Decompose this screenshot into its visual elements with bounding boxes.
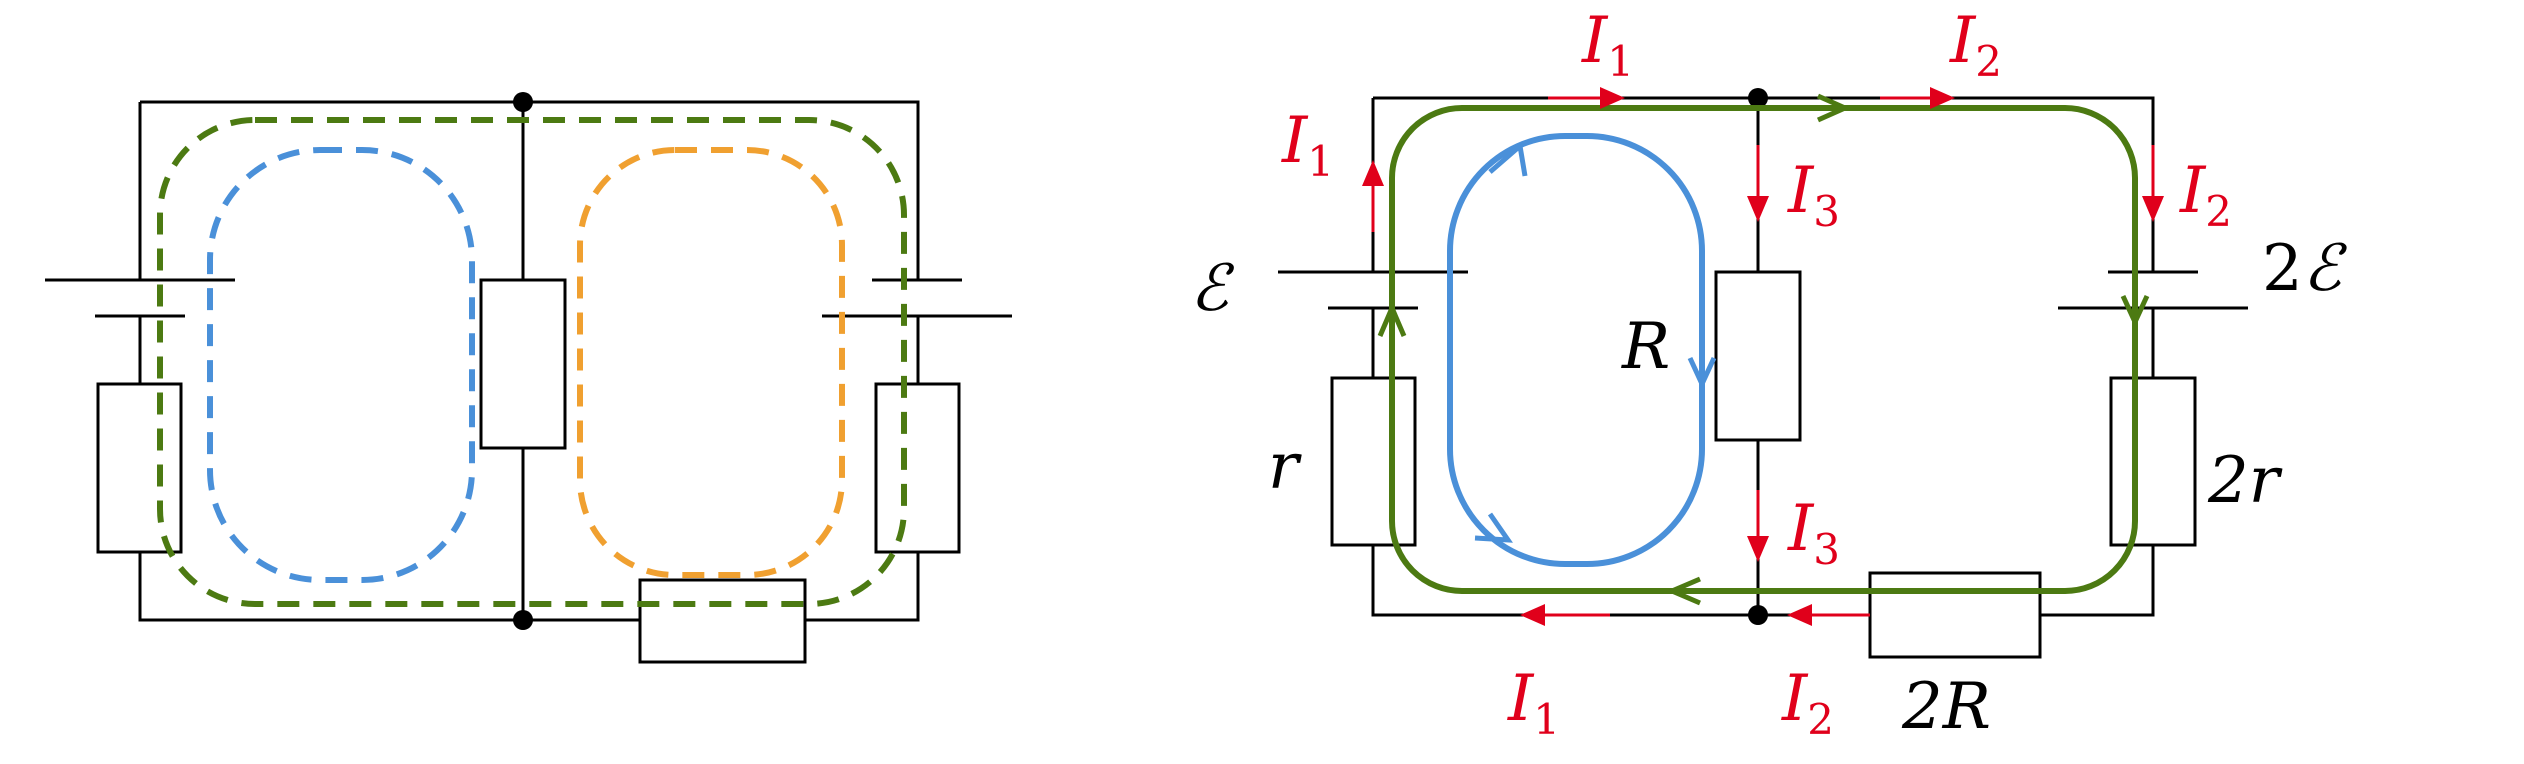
label-i2-top: I2 [1949,4,2002,86]
outer-loop-path [1389,105,2138,594]
resistor-2R [1868,571,2042,659]
bottom-node [1748,605,1768,625]
label-i1-left: I1 [1281,104,1334,186]
label-i2-right: I2 [2179,154,2232,236]
left-battery [45,278,235,318]
arrow-i1-left [1362,160,1384,232]
arrow-i2-bottom [1787,604,1870,626]
label-emf-right: 2ℰ [2262,232,2348,306]
left-mesh-dashed [207,147,475,583]
arrow-i2-top [1880,87,1955,109]
label-2r-right: 2r [2207,444,2283,518]
arrow-i3-bottom [1747,490,1769,562]
label-r-left: r [1268,430,1302,504]
emf-source-left [1278,270,1468,310]
top-node [1748,88,1768,108]
top-junction [513,92,533,112]
arrow-i1-bottom [1520,604,1610,626]
middle-resistor [479,278,567,450]
label-R-middle: R [1621,310,1670,384]
right-circuit: I1 I2 I1 I2 I3 I3 I1 I2 ℰ 2ℰ r R 2r 2R [1190,4,2348,744]
bottom-resistor [638,578,807,664]
outer-loop-arrows [1377,93,2150,606]
resistor-r [1330,376,1417,547]
label-i3-top: I3 [1787,154,1840,236]
label-i3-bottom: I3 [1787,492,1840,574]
right-battery [822,278,1012,318]
right-mesh-dashed [577,147,845,578]
resistor-2r [2109,376,2197,547]
label-i1-bottom: I1 [1507,662,1560,744]
arrow-i3-top [1747,145,1769,222]
left-resistor [96,382,183,554]
arrow-i1-top [1548,87,1625,109]
arrow-i2-right [2142,145,2164,222]
label-emf-left: ℰ [1190,252,1235,326]
emf-source-right [2058,270,2248,310]
inner-loop-arrows [1474,141,1717,543]
inner-loop-path [1447,133,1705,567]
current-arrows [1362,87,2164,626]
label-i1-top: I1 [1581,4,1634,86]
bottom-junction [513,610,533,630]
label-i2-bottom: I2 [1781,662,1834,744]
label-2R-bottom: 2R [1901,670,1991,744]
right-resistor [874,382,961,554]
resistor-R [1714,270,1802,442]
outer-loop-dashed [157,117,907,607]
left-circuit [45,92,1012,664]
